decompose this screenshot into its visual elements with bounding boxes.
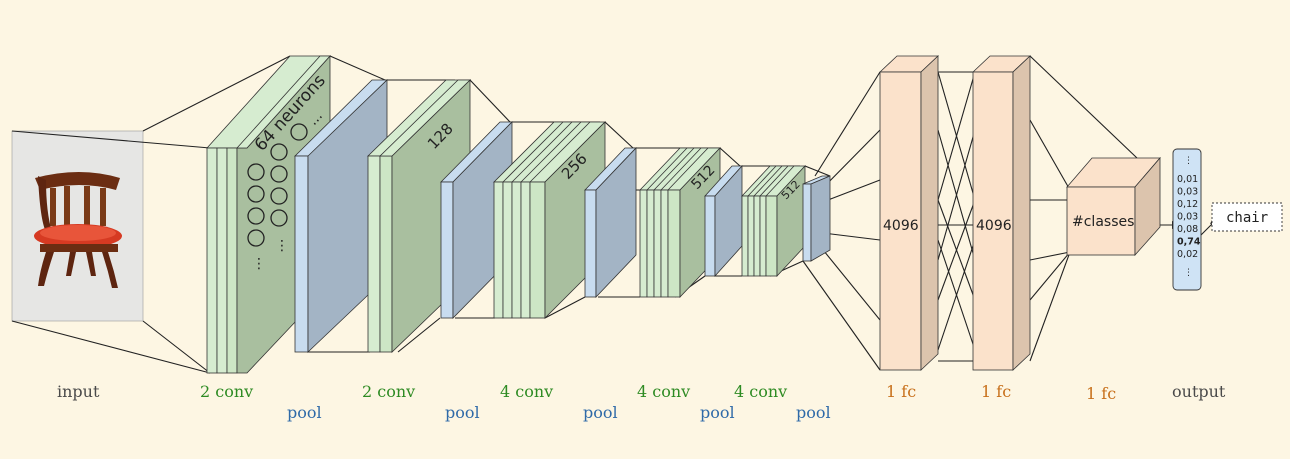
pool-block-3 [584,147,637,298]
label-output: output [1172,382,1226,401]
label-conv3: 4 conv [500,382,553,401]
fc2-size-label: 4096 [976,218,1012,234]
label-fc3: 1 fc [1086,384,1116,403]
fc-block-1: 4096 [878,55,940,371]
bottom-labels: input 2 conv pool 2 conv pool 4 conv poo… [57,382,1226,422]
fc1-size-label: 4096 [883,218,919,234]
output-value: 0,01 [1177,174,1198,185]
output-value: 0,08 [1177,224,1198,235]
label-fc1: 1 fc [886,382,916,401]
conv-block-2: 128 [367,79,471,353]
neuron-circles [247,123,308,247]
output-values: 0,010,030,120,030,080,740,02 [1177,174,1201,260]
pool-block-4 [704,164,743,278]
conv-block-5: 512 [741,164,806,278]
label-conv2: 2 conv [362,382,415,401]
output-vector: ⋮ 0,010,030,120,030,080,740,02 ⋮ [1172,148,1202,291]
fc3-size-label: #classes [1072,214,1134,230]
chair-illustration [34,172,122,288]
conv1-vdots-b: ⋮ [275,238,289,254]
label-conv1: 2 conv [200,382,253,401]
output-value: 0,03 [1177,187,1198,198]
label-pool4: pool [700,403,735,422]
output-vdots-bottom: ⋮ [1184,268,1193,278]
label-input: input [57,382,100,401]
output-value: 0,74 [1177,237,1201,248]
pool-block-1 [294,79,388,353]
input-image [11,130,144,322]
fc-block-2: 4096 [971,55,1032,371]
prediction-label: chair [1226,210,1268,226]
conv1-vdots-a: ⋮ [252,256,266,272]
label-conv5: 4 conv [734,382,787,401]
label-fc2: 1 fc [981,382,1011,401]
output-vdots-top: ⋮ [1184,156,1193,166]
prediction-box: chair [1211,202,1283,232]
label-pool3: pool [583,403,618,422]
label-conv4: 4 conv [637,382,690,401]
pool-block-5 [802,175,831,262]
output-value: 0,02 [1177,249,1198,260]
output-value: 0,03 [1177,212,1198,223]
output-value: 0,12 [1177,199,1198,210]
label-pool1: pool [287,403,322,422]
label-pool5: pool [796,403,831,422]
label-pool2: pool [445,403,480,422]
fc-block-3: #classes [1066,156,1161,257]
